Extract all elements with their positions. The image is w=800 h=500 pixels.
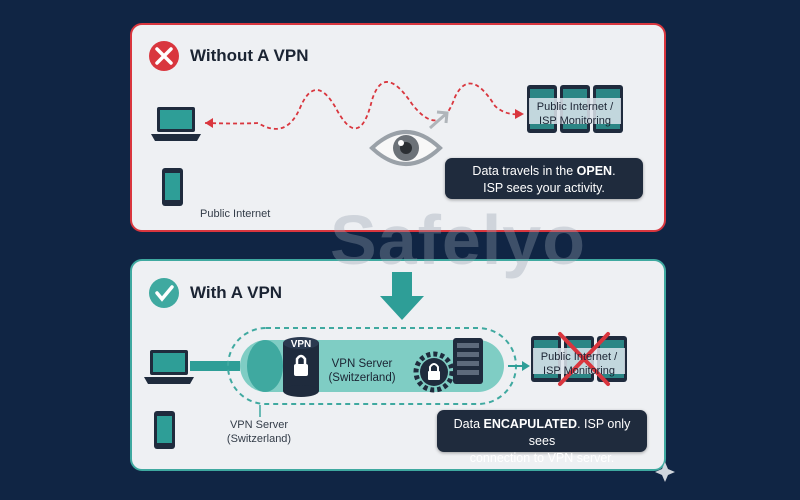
- vpn-server-tunnel-label: VPN Server (Switzerland): [328, 358, 396, 384]
- down-arrow-icon: [380, 272, 424, 320]
- open-data-callout: Data travels in the OPEN. ISP sees your …: [445, 158, 643, 199]
- laptop-icon: [151, 107, 201, 141]
- callout-text-line2: ISP sees your activity.: [483, 181, 605, 195]
- callout-text-line2: connection to VPN server.: [469, 451, 615, 465]
- callout-bold: OPEN: [576, 164, 613, 178]
- callout-text: Data travels in the: [472, 164, 577, 178]
- blocked-isp-label: Public Internet / ISP Monitoring: [540, 351, 618, 377]
- phone-icon: [162, 168, 183, 206]
- vpn-badge: VPN: [290, 339, 312, 350]
- isp-monitoring-label: Public Internet / ISP Monitoring: [536, 101, 614, 127]
- open-data-path: [204, 81, 523, 130]
- sparkle-icon: [655, 462, 675, 482]
- gear-lock-icon: [413, 351, 455, 393]
- check-circle-icon: [149, 278, 179, 308]
- server-icon: [453, 338, 483, 384]
- arrow-left-icon: [205, 118, 213, 128]
- x-circle-icon: [149, 41, 179, 71]
- laptop-icon: [144, 350, 194, 384]
- callout-bold: ENCAPULATED: [483, 417, 578, 431]
- with-vpn-title: With A VPN: [190, 283, 283, 302]
- callout-text: . ISP only sees: [528, 417, 631, 448]
- without-vpn-title: Without A VPN: [190, 46, 309, 65]
- arrow-right-icon: [522, 361, 530, 371]
- callout-text: Data: [453, 417, 484, 431]
- callout-text: .: [612, 164, 616, 178]
- blocked-x-icon: [558, 332, 610, 386]
- phone-icon: [154, 411, 175, 449]
- tunnel-connector: [190, 361, 240, 371]
- eye-icon: [369, 110, 449, 166]
- server-rack-icon: [527, 85, 623, 133]
- arrow-right-icon: [515, 109, 524, 119]
- vpn-database-icon: [283, 337, 319, 397]
- public-internet-label: Public Internet: [200, 208, 271, 220]
- vpn-server-label: VPN Server (Switzerland): [226, 419, 292, 445]
- encapsulated-callout: Data ENCAPULATED. ISP only sees connecti…: [437, 410, 647, 465]
- watermark: Safelyo: [330, 201, 586, 279]
